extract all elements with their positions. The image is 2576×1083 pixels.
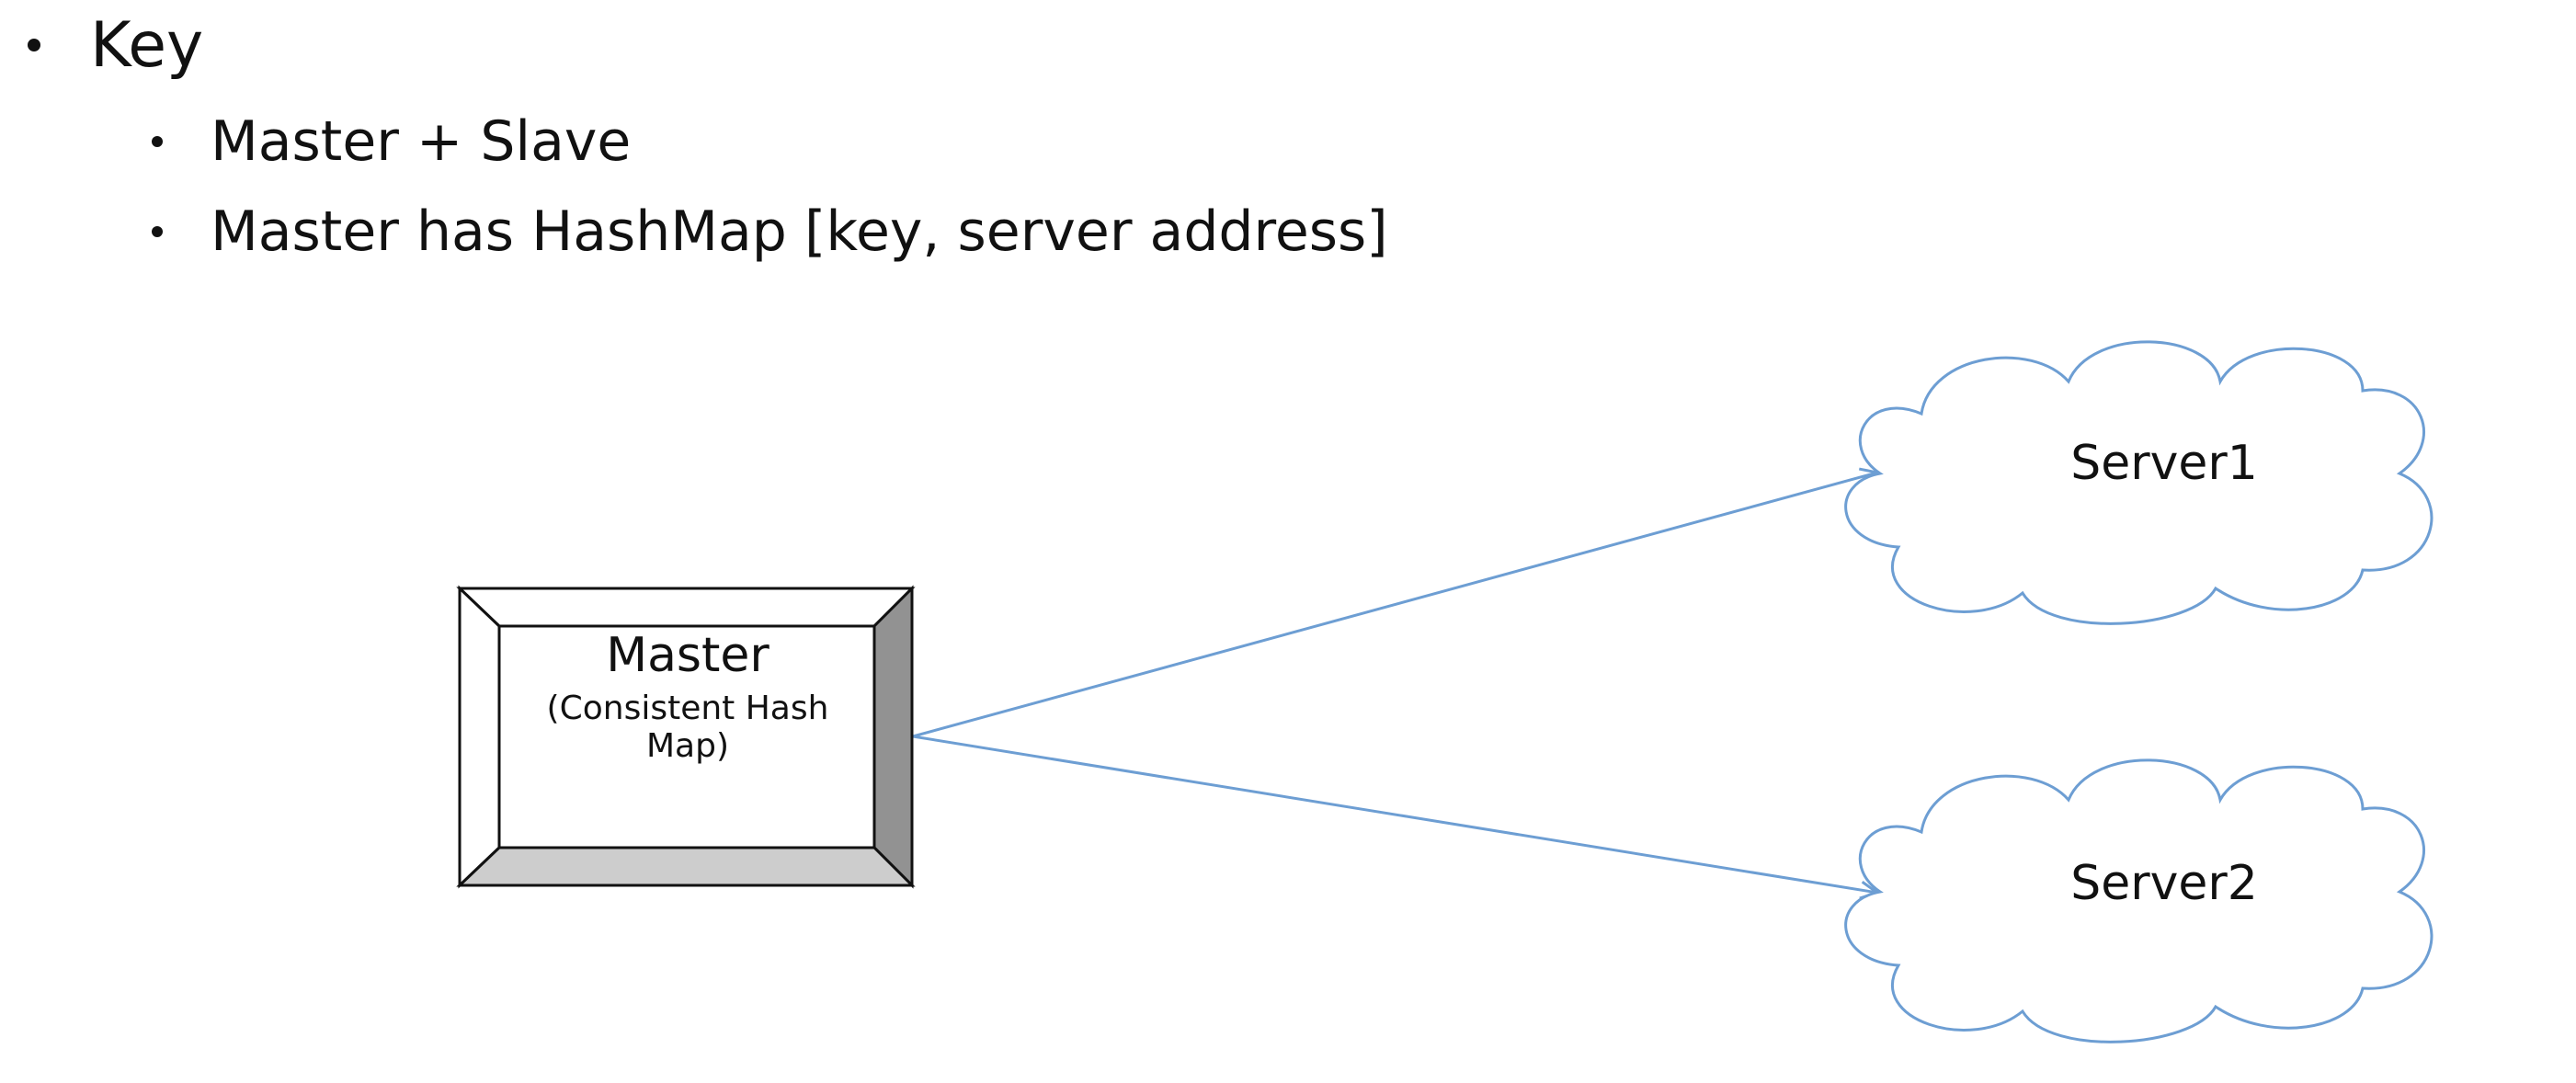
bullet-dot-icon	[28, 39, 40, 51]
master-bevel-bottom	[456, 846, 916, 887]
master-node: Master (Consistent Hash Map)	[504, 628, 872, 766]
bullet-list: Key Master + Slave Master has HashMap [k…	[0, 0, 2576, 294]
server1-label: Server1	[2070, 436, 2258, 491]
bullet-dot-icon	[152, 136, 163, 147]
master-bevel-top	[456, 587, 916, 628]
sub-bullet-item: Master has HashMap [key, server address]	[152, 195, 1388, 268]
master-box	[456, 585, 916, 889]
sub-bullet-item: Master + Slave	[152, 105, 631, 178]
master-title: Master	[606, 628, 769, 683]
sub-bullet-text: Master + Slave	[211, 109, 632, 174]
arrow-master-to-server1	[912, 473, 1877, 738]
master-bevel-right	[872, 585, 914, 889]
master-bevel-left	[458, 585, 501, 889]
master-subtitle: (Consistent Hash Map)	[546, 689, 829, 766]
master-face	[497, 624, 876, 849]
arrow-master-to-server2	[912, 735, 1877, 893]
bullet-text: Key	[90, 8, 204, 82]
bullet-item-key: Key	[28, 4, 203, 86]
sub-bullet-text: Master has HashMap [key, server address]	[211, 200, 1388, 264]
bullet-dot-icon	[152, 226, 163, 237]
server2-label: Server2	[2070, 856, 2258, 911]
